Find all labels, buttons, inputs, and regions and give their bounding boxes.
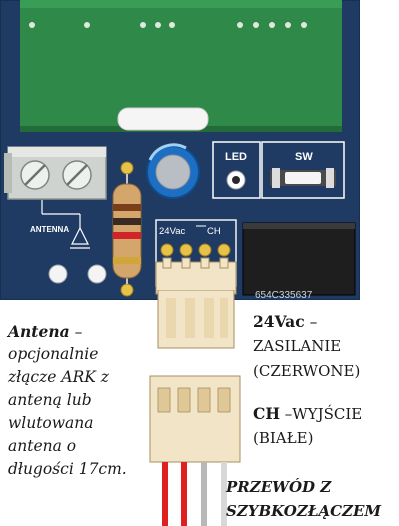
antenna-line-4: wlutowana [8, 414, 94, 432]
led-label: LED [225, 151, 247, 163]
antenna-title-text: Antena [8, 322, 70, 341]
wire-red [162, 462, 168, 526]
antenna-label: ANTENNA [30, 225, 69, 234]
terminal-block [4, 146, 107, 200]
wire-white [221, 462, 227, 526]
header-pins [160, 243, 231, 257]
switch [261, 141, 345, 199]
cable-plug [149, 375, 241, 463]
wire-red [181, 462, 187, 526]
wire-gray [201, 462, 207, 526]
rf-module [20, 0, 342, 132]
antenna-line-5: antena o [8, 437, 77, 455]
board-connector [155, 257, 237, 295]
cable-assembly [149, 290, 241, 526]
ch-line-2: (BIAŁE) [253, 429, 314, 447]
sw-label: SW [295, 151, 313, 163]
cable-line-2: SZYBKOZŁĄCZEM [226, 502, 382, 520]
power-title-text: 24Vac [253, 312, 305, 331]
antenna-line-6: długości 17cm. [8, 460, 127, 478]
mounting-hole [48, 264, 68, 284]
pcb-board: ANTENNA LED SW 654C33563 [0, 0, 360, 300]
ch-title: CH –WYJŚCIE [253, 406, 362, 423]
module-slot [117, 107, 209, 131]
power-title-dash: – [304, 313, 318, 331]
antenna-title: Antena – [8, 324, 82, 341]
power-line-1: ZASILANIE [253, 337, 342, 355]
mounting-hole [87, 264, 107, 284]
solder-pad [120, 283, 134, 297]
capacitor [146, 143, 200, 199]
resistor [112, 174, 142, 284]
led-indicator [212, 141, 261, 199]
antenna-title-dash: – [69, 323, 83, 341]
ch-title-rest: –WYJŚCIE [279, 405, 363, 423]
connector-24vac-label: 24Vac [159, 226, 185, 237]
power-line-2: (CZERWONE) [253, 362, 361, 380]
solder-pad [120, 161, 134, 175]
cable-line-1: PRZEWÓD Z [226, 478, 332, 496]
antenna-line-2: złącze ARK z [8, 368, 109, 386]
connector-ch-label: CH [207, 226, 221, 237]
antenna-line-1: opcjonalnie [8, 345, 99, 363]
relay [242, 222, 356, 296]
antenna-line-3: anteną lub [8, 391, 92, 409]
antenna-silkscreen [41, 200, 90, 249]
plug-upper [157, 290, 235, 349]
power-title: 24Vac – [253, 314, 317, 331]
ch-title-text: CH [253, 404, 280, 423]
chip-code: 654C335637 [255, 290, 313, 300]
